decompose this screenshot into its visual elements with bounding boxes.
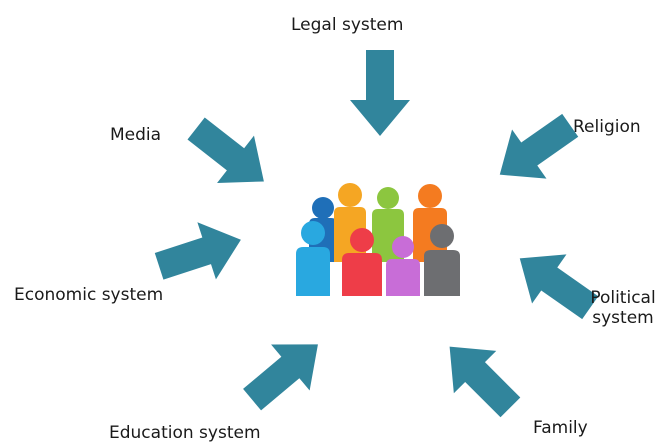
arrow-education-system — [232, 321, 338, 423]
label-legal-system: Legal system — [291, 15, 404, 35]
person-blue-icon — [296, 221, 330, 296]
label-political-line1: Political — [590, 288, 656, 308]
label-media: Media — [110, 125, 162, 145]
arrow-family — [428, 325, 532, 429]
label-family: Family — [533, 418, 588, 438]
arrow-media — [177, 104, 283, 206]
label-religion: Religion — [573, 117, 641, 137]
arrow-religion — [482, 100, 588, 200]
arrow-legal-system — [350, 50, 410, 136]
label-economic-system: Economic system — [14, 285, 164, 305]
person-dark-orange-icon — [413, 184, 447, 262]
label-political-system: Political system — [584, 288, 662, 328]
label-political-line2: system — [592, 308, 654, 328]
arrow-economic-system — [149, 211, 251, 295]
people-group-icon — [296, 183, 460, 296]
person-gray-icon — [424, 224, 460, 296]
label-education-system: Education system — [109, 423, 261, 443]
person-red-icon — [342, 228, 382, 296]
person-purple-icon — [386, 236, 420, 296]
